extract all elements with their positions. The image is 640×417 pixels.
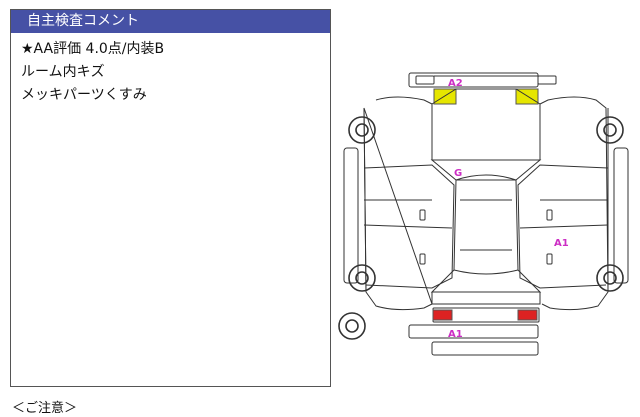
- vehicle-damage-diagram: A2 G A1 A1: [338, 72, 629, 356]
- rear-bumper-outer: [408, 324, 539, 339]
- comment-panel-title: 自主検査コメント: [11, 10, 330, 33]
- damage-label-rear-bumper: A1: [448, 329, 463, 340]
- right-taillight-highlight: [517, 309, 538, 321]
- damage-label-windshield: G: [454, 168, 462, 179]
- wheel-rear-right: [596, 264, 624, 292]
- wheel-rear-left: [348, 264, 376, 292]
- comment-line: ルーム内キズ: [21, 64, 105, 80]
- right-door-split: [519, 224, 609, 229]
- wheel-front-left: [348, 116, 376, 144]
- trunk: [431, 292, 541, 305]
- right-side-panel: [613, 147, 629, 284]
- front-bumper-outer: [408, 72, 539, 88]
- roof-lines: [460, 199, 512, 251]
- damage-label-front: A2: [448, 78, 463, 89]
- body-outline: [363, 96, 609, 311]
- notes-heading: ＜ご注意＞: [12, 401, 78, 416]
- rear-step: [431, 341, 539, 356]
- left-front-door-handle: [419, 209, 426, 221]
- left-rear-door-handle: [419, 253, 426, 265]
- comment-panel-body: ★AA評価 4.0点/内装B ルーム内キズ メッキパーツくすみ: [11, 33, 330, 107]
- front-bumper-right-light: [537, 75, 557, 85]
- rear-window: [430, 269, 542, 293]
- wheel-front-right: [596, 116, 624, 144]
- damage-label-right-rear-door: A1: [554, 238, 569, 249]
- left-door-split: [363, 224, 453, 229]
- roof: [453, 174, 519, 275]
- left-doors: [363, 164, 455, 289]
- windshield: [430, 159, 542, 181]
- left-taillight-highlight: [432, 309, 453, 321]
- right-doors: [517, 164, 609, 289]
- wheel-spare: [338, 312, 366, 340]
- left-side-panel: [343, 147, 359, 284]
- front-bumper-left-light: [415, 75, 435, 85]
- right-rear-door-handle: [546, 253, 553, 265]
- right-front-door-handle: [546, 209, 553, 221]
- inspection-comment-panel: 自主検査コメント ★AA評価 4.0点/内装B ルーム内キズ メッキパーツくすみ: [10, 9, 331, 387]
- comment-line: ★AA評価 4.0点/内装B: [21, 41, 165, 57]
- comment-line: メッキパーツくすみ: [21, 87, 147, 103]
